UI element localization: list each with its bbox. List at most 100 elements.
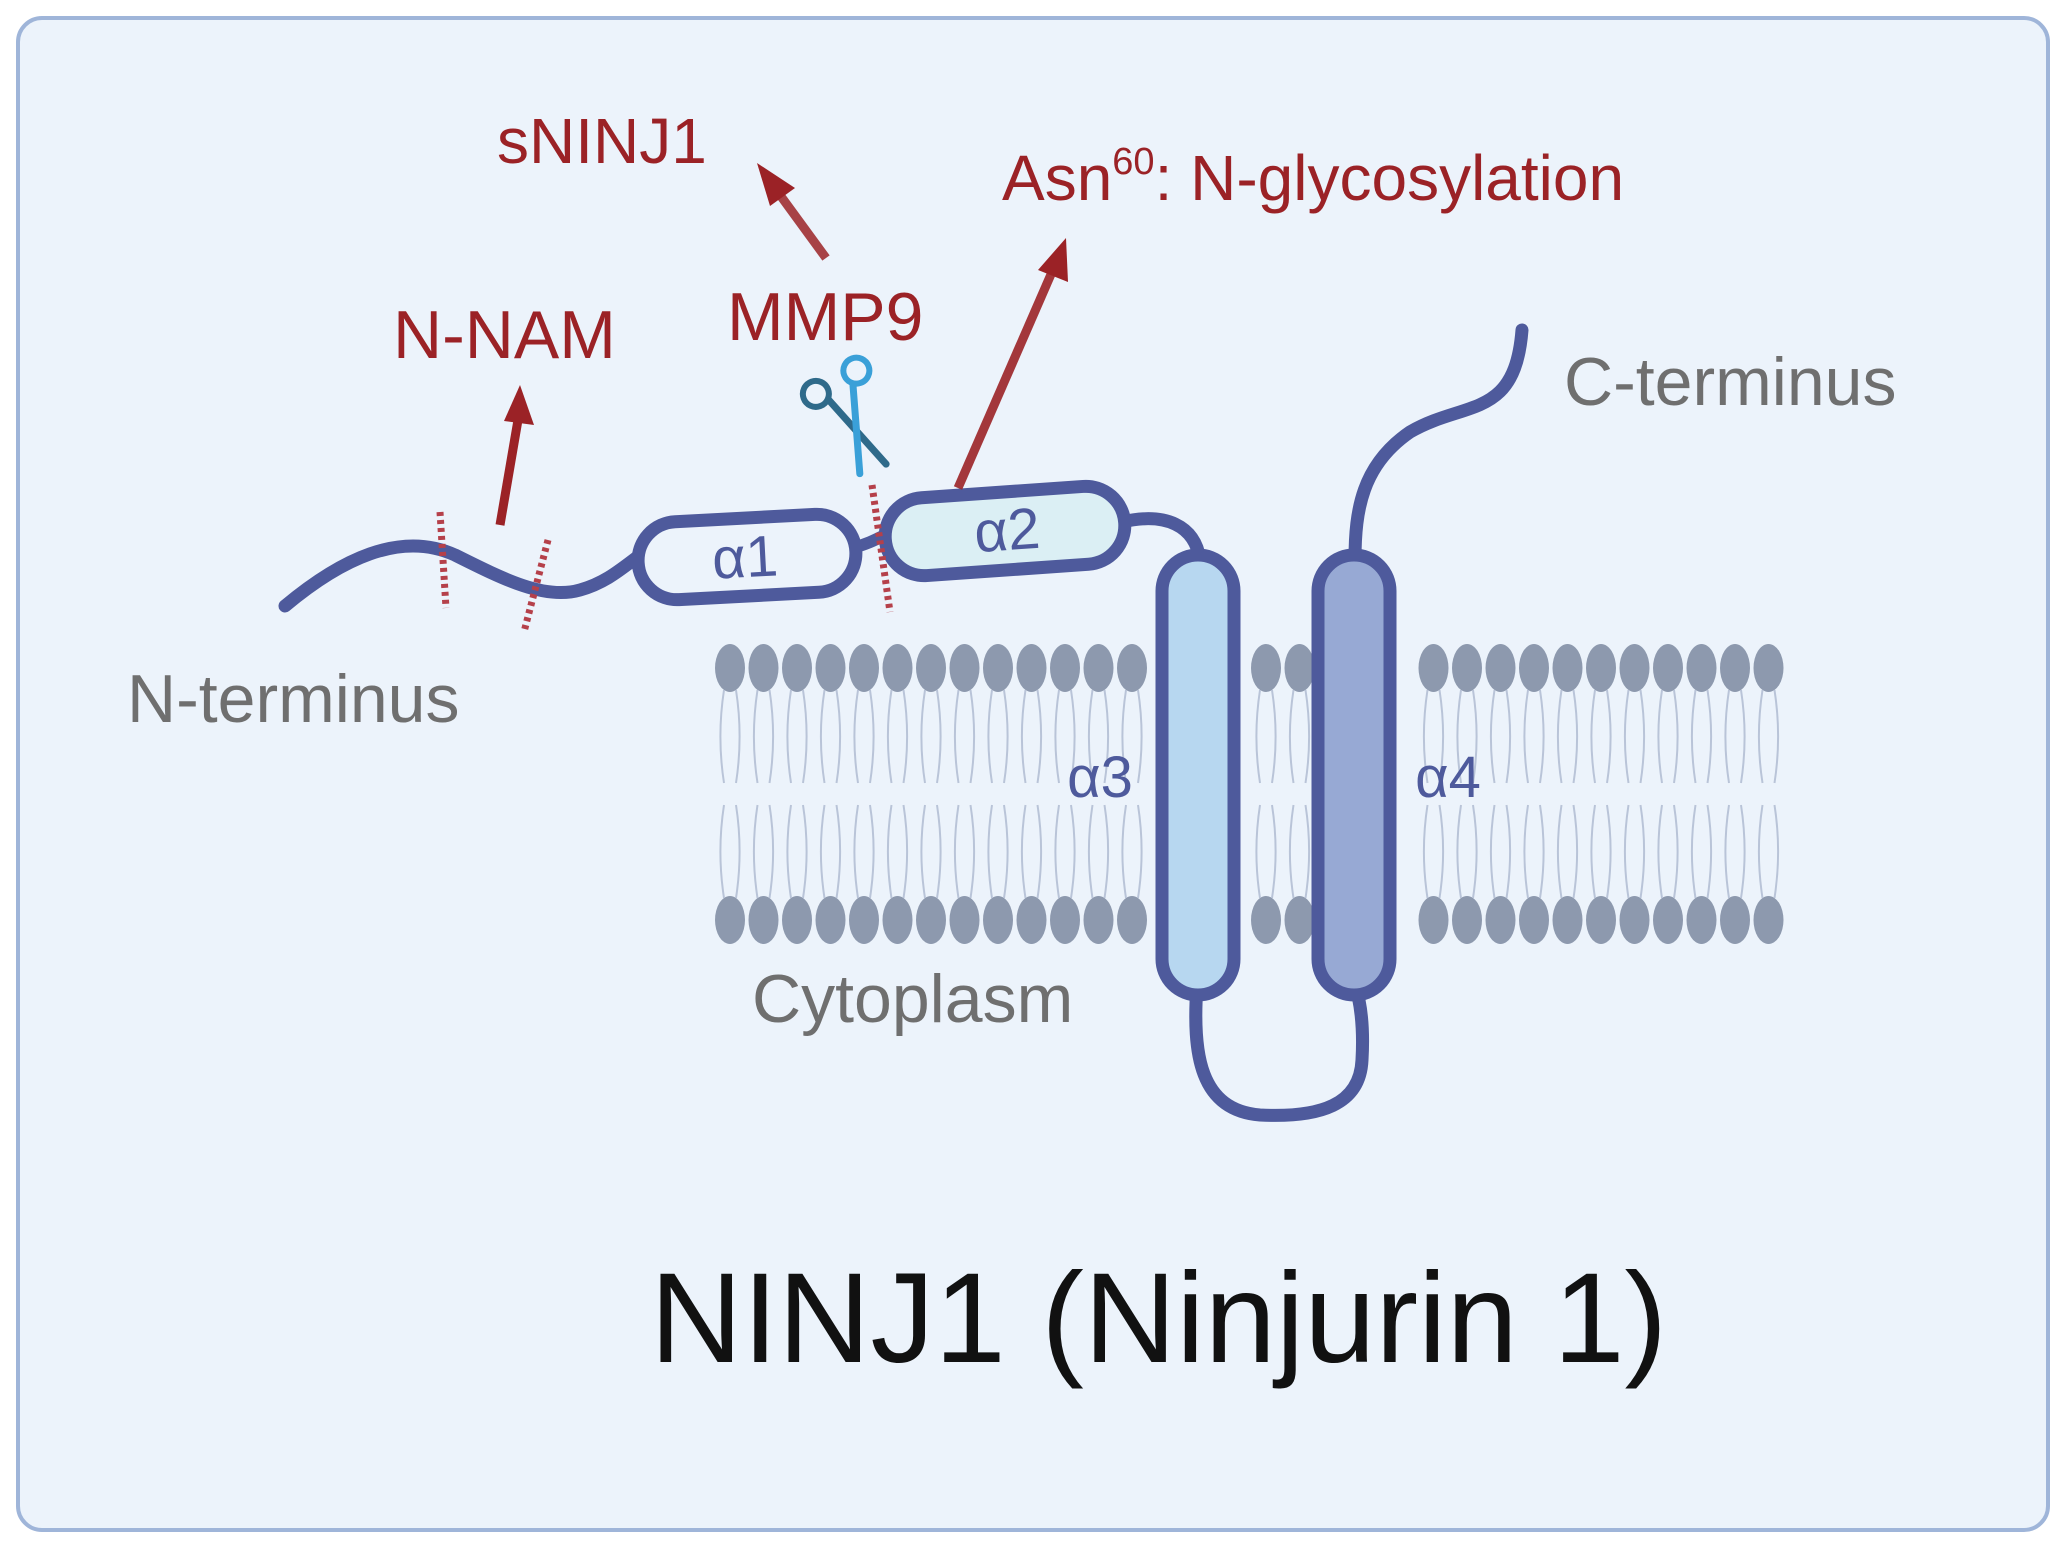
lipid-head — [849, 896, 879, 944]
lipid-head — [1552, 644, 1583, 692]
lipid-head — [983, 644, 1013, 692]
lipid-tail — [802, 689, 808, 784]
lipid-head — [1653, 644, 1683, 692]
lipid-tail — [1472, 689, 1478, 784]
lipid-tail — [719, 689, 725, 784]
lipid-tail — [969, 689, 976, 784]
lipid-tail — [1773, 804, 1780, 899]
lipid-head — [849, 644, 879, 692]
lipid-tail — [1070, 689, 1076, 784]
annotation-arrows — [495, 163, 1068, 526]
lipid-tail — [1020, 689, 1027, 784]
lipid-tail — [853, 689, 859, 784]
cleavage-marks — [436, 484, 894, 633]
lipid-head — [815, 644, 846, 692]
lipid-tail — [920, 804, 926, 899]
lipid-tail — [1103, 804, 1110, 899]
lipid-tail — [1505, 689, 1512, 784]
lipid-head — [715, 644, 745, 692]
snin1-label: sNINJ1 — [497, 105, 707, 177]
lipid-tail — [1740, 804, 1746, 899]
lipid-head — [1251, 896, 1281, 944]
lipid-tail — [1657, 804, 1663, 899]
lipid-head — [1586, 896, 1616, 944]
lipid-tail — [819, 689, 826, 784]
lipid-tail — [1304, 689, 1311, 784]
lipid-tail — [987, 804, 993, 899]
lipid-tail — [1539, 804, 1545, 899]
arrow-snin1-head — [757, 163, 795, 206]
lipid-head — [1016, 644, 1047, 692]
lipid-tail — [1606, 689, 1612, 784]
lipid-head — [1686, 644, 1717, 692]
lipid-head — [1485, 644, 1516, 692]
lipid-tail — [1590, 689, 1596, 784]
lipid-head — [1083, 896, 1114, 944]
lipid-tail — [1639, 689, 1646, 784]
lipid-tail — [819, 804, 826, 899]
lipid-tail — [1757, 804, 1764, 899]
arrow-snin1-shaft — [776, 192, 830, 261]
lipid-tail — [1456, 689, 1462, 784]
helix-a4 — [1311, 548, 1397, 1002]
lipid-head — [1720, 644, 1750, 692]
asn60-label-sup: 60 — [1112, 141, 1154, 183]
n-terminus-label: N-terminus — [127, 661, 460, 737]
c-terminus-label: C-terminus — [1564, 344, 1897, 420]
lipid-tail — [1036, 689, 1043, 784]
lipid-tail — [869, 804, 875, 899]
lipid-head — [1485, 896, 1516, 944]
cytoplasm-label: Cytoplasm — [752, 961, 1073, 1037]
lipid-head — [949, 644, 980, 692]
lipid-tail — [1556, 689, 1563, 784]
lipid-head — [782, 644, 812, 692]
lipid-tail — [1054, 689, 1060, 784]
lipid-head — [882, 896, 913, 944]
lipid-tail — [1438, 689, 1445, 784]
lipid-tail — [1523, 804, 1529, 899]
lipid-head — [1083, 644, 1114, 692]
lipid-tail — [735, 689, 741, 784]
lipid-tail — [1623, 804, 1630, 899]
lipid-tail — [1087, 804, 1094, 899]
lipid-head — [1418, 644, 1449, 692]
lipid-head — [1452, 896, 1482, 944]
lipid-tail — [1036, 804, 1043, 899]
helix-a2 — [878, 479, 1132, 583]
helix-a1 — [631, 507, 863, 607]
lipid-tail — [987, 689, 993, 784]
mmp9-label: MMP9 — [727, 279, 923, 355]
lipid-tail — [752, 689, 759, 784]
lipid-head — [916, 896, 946, 944]
lipid-head — [882, 644, 913, 692]
lipid-tail — [1103, 689, 1110, 784]
lipid-tail — [1003, 804, 1009, 899]
lipid-tail — [1003, 689, 1009, 784]
lipid-tail — [1606, 804, 1612, 899]
lipid-tail — [1288, 689, 1295, 784]
lipid-tail — [1740, 689, 1746, 784]
arrow-asn60-shaft — [953, 270, 1057, 490]
lipid-head — [748, 896, 779, 944]
lipid-head — [1251, 644, 1281, 692]
lipid-head — [1619, 896, 1650, 944]
lipid-tail — [1556, 804, 1563, 899]
lipid-head — [1016, 896, 1047, 944]
lipid-tail — [1137, 689, 1143, 784]
lipid-tail — [1087, 689, 1094, 784]
lipid-head — [1653, 896, 1683, 944]
helix-a2-label: α2 — [972, 496, 1042, 565]
lipid-head — [1586, 644, 1616, 692]
lipid-head — [1284, 644, 1315, 692]
lipid-head — [1686, 896, 1717, 944]
lipid-tail — [1572, 804, 1579, 899]
lipid-head — [916, 644, 946, 692]
lipid-head — [1552, 896, 1583, 944]
lipid-tail — [786, 804, 792, 899]
lipid-tail — [1690, 689, 1697, 784]
lipid-head — [1720, 896, 1750, 944]
lipid-tail — [735, 804, 741, 899]
lipid-tail — [1137, 804, 1143, 899]
helix-a3-label: α3 — [1067, 745, 1133, 810]
